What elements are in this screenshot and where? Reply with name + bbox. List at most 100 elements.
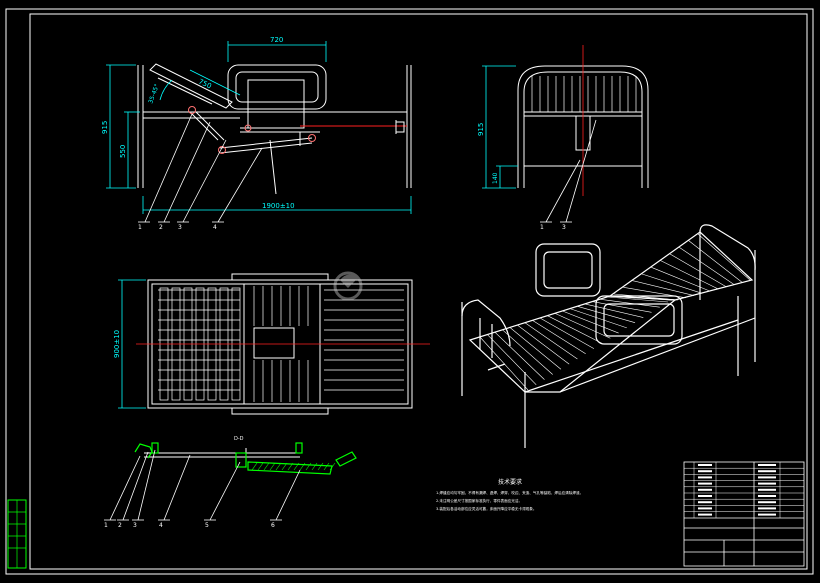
front-callout-4: 4 bbox=[213, 224, 217, 231]
detail-hatch-line bbox=[287, 462, 294, 471]
detail-hatch-line bbox=[263, 462, 270, 471]
iso-slat bbox=[525, 322, 578, 360]
title-cell-mark bbox=[758, 495, 776, 497]
iso-slat bbox=[592, 301, 652, 313]
detail-hatch-line bbox=[281, 462, 288, 471]
title-cell-mark bbox=[758, 513, 776, 516]
tech-requirements: 技术要求 1.焊缝应均匀牢固，不得有漏焊、虚焊、焊穿、咬边、夹渣、气孔等缺陷，焊… bbox=[436, 478, 583, 511]
title-cell-mark bbox=[698, 501, 712, 504]
dim-frame-height: 550 bbox=[119, 145, 127, 158]
iso-back-slat bbox=[679, 247, 735, 285]
title-block-text-marks bbox=[698, 464, 776, 516]
iso-back-slat bbox=[613, 293, 679, 301]
side-callout-3: 3 bbox=[562, 224, 566, 231]
dim-angle: 35-45° bbox=[147, 83, 161, 105]
tech-requirement-line-3: 3.装配后各活动部位应灵活可靠，床面升降应平稳无卡滞现象。 bbox=[436, 506, 536, 511]
iso-slat bbox=[562, 310, 619, 334]
detail-callout-4: 4 bbox=[159, 522, 163, 529]
outer-border bbox=[5, 8, 814, 575]
front-view-dimension-text: 720 750 35-45° 915 550 1900±10 bbox=[101, 36, 295, 210]
iso-back-slat bbox=[623, 287, 687, 299]
side-dim-height: 915 bbox=[477, 123, 485, 136]
inner-border bbox=[29, 13, 808, 570]
plan-view-dimensions bbox=[118, 279, 146, 409]
iso-slat bbox=[494, 332, 545, 380]
title-cell-mark bbox=[698, 495, 712, 497]
title-cell-mark bbox=[758, 470, 776, 473]
detail-hatch-line bbox=[293, 462, 300, 471]
title-cell-mark bbox=[758, 476, 776, 479]
iso-slat bbox=[600, 299, 660, 308]
front-view-pivots bbox=[188, 106, 316, 154]
binding-strip bbox=[7, 499, 27, 569]
iso-slat bbox=[487, 334, 537, 386]
detail-callout-5: 5 bbox=[205, 522, 209, 529]
title-cell-mark bbox=[698, 507, 712, 510]
detail-hatch-line bbox=[269, 462, 276, 471]
watermark-emblem-icon bbox=[333, 271, 363, 301]
title-cell-mark bbox=[698, 470, 712, 473]
detail-callout-2: 2 bbox=[118, 522, 122, 529]
detail-view-callouts bbox=[104, 449, 301, 521]
front-callout-2: 2 bbox=[159, 224, 163, 231]
side-dim-leg: 140 bbox=[492, 172, 499, 184]
detail-hatch-line bbox=[251, 462, 258, 471]
isometric-view-slats bbox=[479, 233, 751, 391]
iso-slat bbox=[607, 296, 669, 303]
title-cell-mark bbox=[698, 464, 712, 466]
iso-slat bbox=[532, 320, 586, 355]
watermark-logo bbox=[333, 271, 363, 301]
iso-slat bbox=[555, 313, 611, 339]
title-block-rows bbox=[684, 462, 804, 518]
iso-back-slat bbox=[669, 253, 727, 287]
title-cell-mark bbox=[758, 482, 776, 485]
iso-slat bbox=[585, 303, 644, 318]
front-view-callouts bbox=[138, 113, 263, 223]
side-view-callouts bbox=[540, 119, 597, 223]
iso-back-slat bbox=[651, 267, 711, 292]
iso-slat bbox=[547, 315, 603, 344]
detail-hatch-line bbox=[305, 462, 312, 471]
detail-view-hatch bbox=[251, 462, 336, 471]
title-cell-mark bbox=[698, 513, 712, 516]
front-callout-1: 1 bbox=[138, 224, 142, 231]
detail-section-label: D-D bbox=[234, 436, 244, 442]
title-block bbox=[683, 461, 805, 567]
detail-hatch-line bbox=[329, 462, 336, 471]
iso-slat bbox=[502, 329, 553, 375]
tech-requirements-title: 技术要求 bbox=[498, 478, 522, 486]
dim-top-width: 720 bbox=[270, 36, 283, 44]
detail-hatch-line bbox=[323, 462, 330, 471]
title-cell-mark bbox=[758, 464, 776, 466]
iso-slat bbox=[517, 324, 570, 365]
title-cell-mark bbox=[698, 488, 712, 491]
side-callout-1: 1 bbox=[540, 224, 544, 231]
title-cell-mark bbox=[758, 488, 776, 491]
tech-requirement-line-1: 1.焊缝应均匀牢固，不得有漏焊、虚焊、焊穿、咬边、夹渣、气孔等缺陷，焊后应清除焊… bbox=[436, 490, 583, 495]
dim-overall-height: 915 bbox=[101, 121, 109, 134]
iso-back-slat bbox=[660, 260, 719, 290]
title-cell-mark bbox=[758, 501, 776, 504]
iso-back-slat bbox=[641, 273, 703, 294]
side-view-slats bbox=[531, 76, 637, 112]
detail-callout-3: 3 bbox=[133, 522, 137, 529]
side-view-dimensions bbox=[482, 65, 518, 189]
detail-hatch-line bbox=[299, 462, 306, 471]
detail-callout-6: 6 bbox=[271, 522, 275, 529]
detail-view-sections bbox=[134, 442, 357, 475]
title-cell-mark bbox=[698, 476, 712, 479]
detail-callout-1: 1 bbox=[104, 522, 108, 529]
front-view-dimensions bbox=[106, 41, 412, 214]
front-callout-3: 3 bbox=[178, 224, 182, 231]
title-cell-mark bbox=[698, 482, 712, 485]
tech-requirement-line-2: 2.未注明公差尺寸按国家标准执行，零件表面应光洁。 bbox=[436, 498, 522, 503]
iso-slat bbox=[570, 308, 627, 329]
detail-hatch-line bbox=[257, 462, 264, 471]
iso-slat bbox=[479, 336, 529, 391]
iso-back-slat bbox=[697, 233, 751, 281]
iso-slat bbox=[540, 317, 595, 349]
dim-length: 1900±10 bbox=[262, 202, 295, 210]
detail-hatch-line bbox=[275, 462, 282, 471]
